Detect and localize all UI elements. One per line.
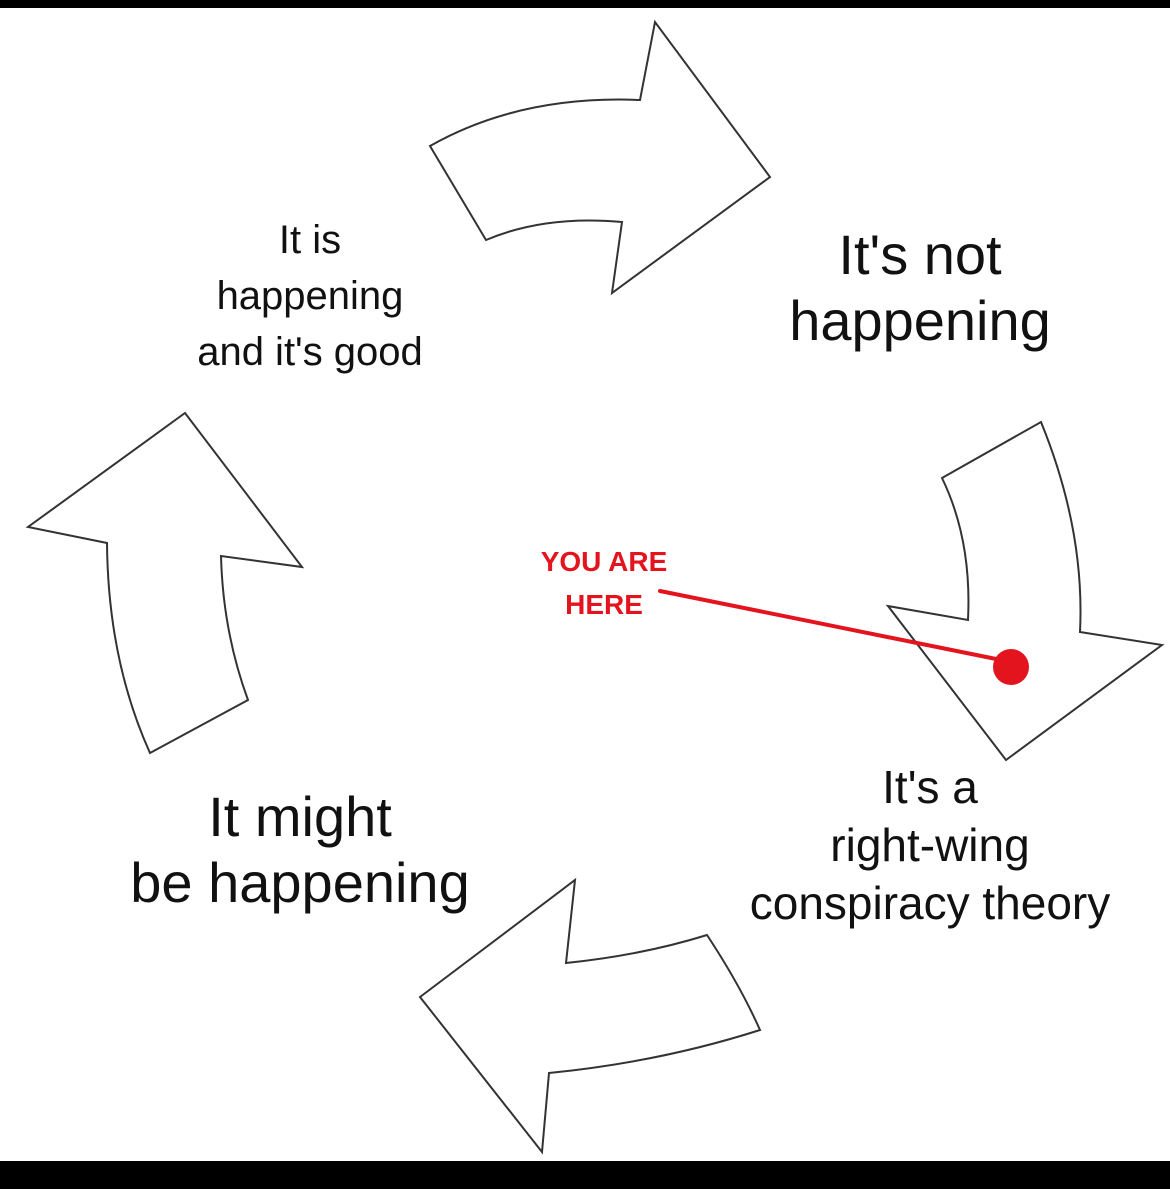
arrow-top-right (428, 19, 772, 296)
top-frame-bar (0, 0, 1170, 8)
you-are-here-dot (993, 649, 1029, 685)
arrow-right-down (885, 420, 1165, 762)
you-are-here-pointer-line (658, 589, 1008, 663)
bottom-frame-bar (0, 1161, 1170, 1189)
you-are-here-label: YOU ARE HERE (540, 546, 668, 620)
stage-label-conspiracy-theory: It's a right-wing conspiracy theory (749, 761, 1111, 929)
arrow-left-up (25, 411, 305, 755)
stage-label-not-happening: It's not happening (789, 223, 1051, 352)
arrow-bottom-left (418, 877, 762, 1155)
stage-label-happening-good: It is happening and it's good (197, 218, 423, 374)
stage-label-might-be-happening: It might be happening (130, 785, 470, 914)
